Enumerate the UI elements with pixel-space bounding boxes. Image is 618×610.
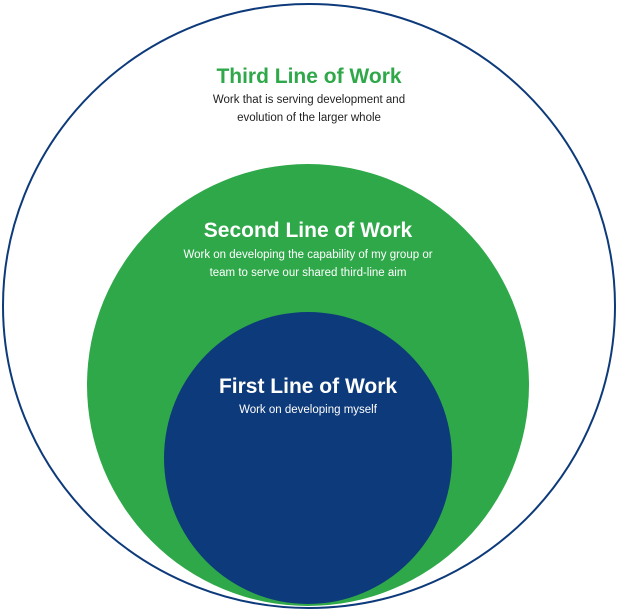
second-line-desc-line1: Work on developing the capability of my … <box>183 249 432 261</box>
third-line-desc-line1: Work that is serving development and <box>213 94 405 106</box>
first-line-circle <box>164 312 452 604</box>
second-line-desc-line2: team to serve our shared third-line aim <box>210 267 407 279</box>
third-line-title: Third Line of Work <box>216 65 401 88</box>
first-line-title: First Line of Work <box>219 375 397 398</box>
second-line-title: Second Line of Work <box>204 219 413 242</box>
first-line-desc-line1: Work on developing myself <box>239 404 378 416</box>
third-line-desc-line2: evolution of the larger whole <box>237 112 381 124</box>
